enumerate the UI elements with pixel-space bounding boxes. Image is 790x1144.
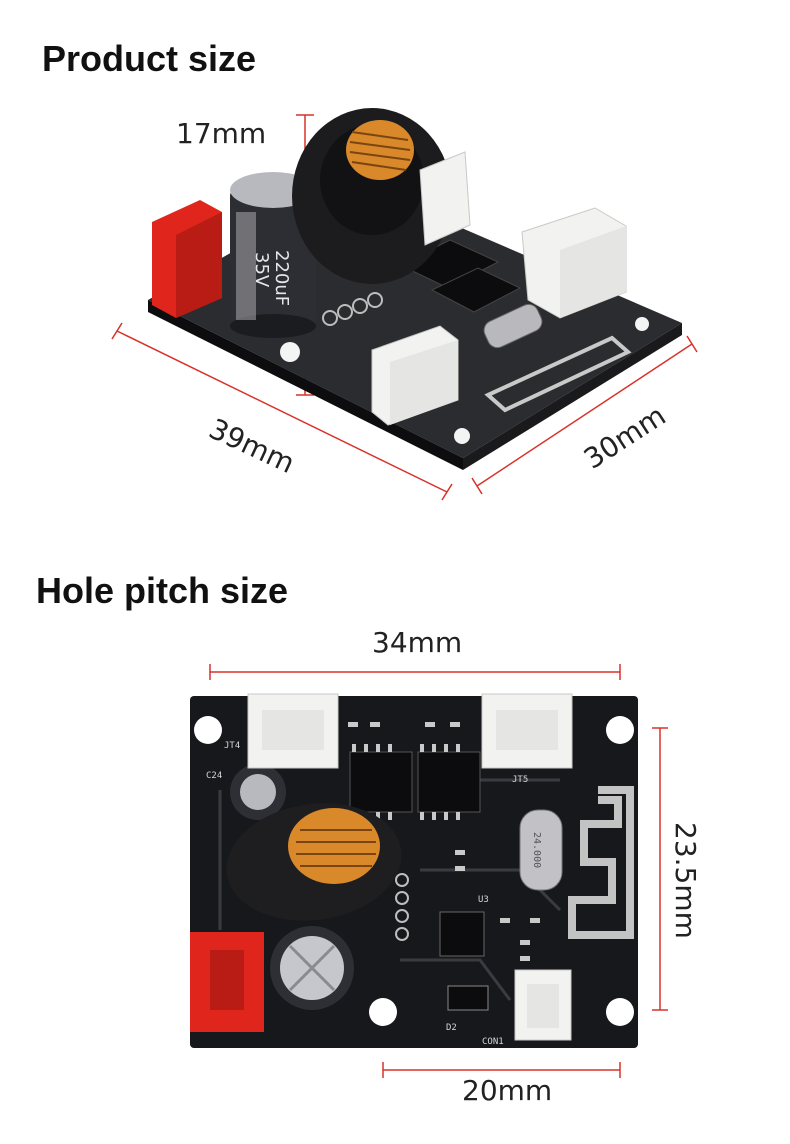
label-crystal: 24.000	[531, 832, 542, 868]
white-connector-lower-3	[514, 969, 572, 1041]
red-connector-lower	[190, 932, 264, 1032]
capacitor-rating-2: 35V	[251, 252, 272, 288]
inductor-upper	[292, 108, 452, 284]
height-label: 17mm	[176, 117, 267, 150]
inductor-lower	[226, 803, 402, 921]
hole-bottom-label: 20mm	[462, 1074, 553, 1107]
hole-pitch-heading: Hole pitch size	[36, 570, 289, 611]
white-connector-upper-3	[371, 325, 459, 426]
capacitor-upper	[230, 172, 316, 338]
label-jt4: JT4	[224, 741, 240, 751]
white-connector-lower-2	[481, 693, 573, 769]
white-connector-upper-2	[521, 207, 627, 319]
product-size-heading: Product size	[42, 38, 257, 79]
dimension-lines-lower	[209, 664, 668, 1078]
large-capacitor-lower	[270, 926, 354, 1010]
label-jt5: JT5	[512, 775, 528, 785]
red-connector-upper	[152, 200, 222, 318]
label-con1: CON1	[482, 1037, 504, 1047]
hole-top-label: 34mm	[372, 626, 463, 659]
hole-side-label: 23.5mm	[669, 822, 702, 939]
white-connector-lower-1	[247, 693, 339, 769]
capacitor-rating-1: 220uF	[271, 250, 292, 306]
white-connector-upper-1	[419, 151, 471, 246]
small-capacitor-lower	[230, 764, 286, 820]
label-d2: D2	[446, 1023, 457, 1033]
label-u3: U3	[478, 895, 489, 905]
label-c24: C24	[206, 771, 222, 781]
